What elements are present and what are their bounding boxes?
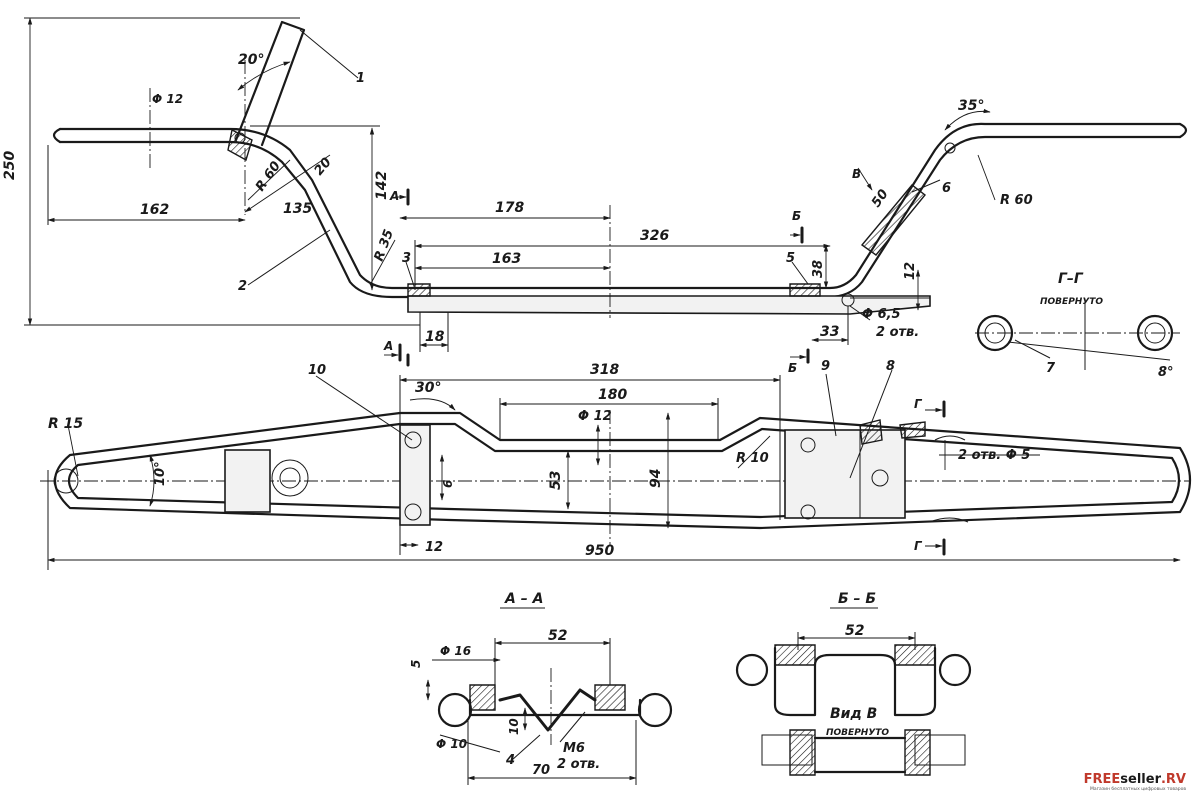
section-mark-b-top: Б [792, 209, 801, 223]
dim-12: 12 [903, 262, 918, 280]
dim-20deg: 20° [238, 52, 264, 68]
dim-326: 326 [640, 228, 669, 244]
callout-6: 6 [942, 181, 951, 196]
section-a-a-dim-10: 10 [507, 718, 521, 735]
dim-12-plan: 12 [425, 540, 443, 555]
section-a-a-phi-16: Φ 16 [440, 644, 471, 658]
dim-180: 180 [598, 387, 627, 403]
dim-6: 6 [441, 480, 455, 488]
callout-9: 9 [821, 359, 830, 374]
radius-60-right: R 60 [1000, 193, 1033, 208]
section-mark-g-top: Г [914, 397, 923, 411]
callout-1: 1 [356, 71, 365, 86]
dim-20: 20 [312, 155, 335, 179]
section-a-a-holes: 2 отв. [557, 757, 600, 772]
section-a-a-title: А – А [504, 591, 543, 607]
radius-10: R 10 [736, 451, 769, 466]
view-v-title: Вид В [830, 706, 877, 722]
dim-38: 38 [811, 260, 826, 278]
callout-2: 2 [238, 279, 247, 294]
callout-5: 5 [786, 251, 795, 266]
dim-35deg: 35° [958, 98, 984, 114]
dim-135: 135 [283, 201, 312, 217]
angle-8: 8° [1158, 365, 1174, 380]
radius-35: R 35 [372, 228, 397, 264]
dim-250: 250 [2, 151, 18, 180]
watermark-part3: .RV [1160, 772, 1186, 787]
section-a-a: А – А 52 Φ 16 5 10 Φ 10 M6 2 отв. 70 4 [409, 591, 673, 785]
watermark-part2: seller [1120, 772, 1161, 787]
phi-12-top: Φ 12 [152, 92, 183, 106]
section-mark-g-bottom: Г [914, 539, 923, 553]
section-a-a-dim-5: 5 [409, 660, 423, 668]
watermark-logo: FREEseller.RV Магазин бесплатных цифровы… [1084, 772, 1186, 792]
section-a-a-phi-10: Φ 10 [436, 737, 467, 751]
section-a-a-m6: M6 [563, 741, 585, 756]
dim-33: 33 [820, 324, 839, 340]
dim-318: 318 [590, 362, 619, 378]
dim-950: 950 [585, 543, 614, 559]
dim-94: 94 [648, 469, 664, 488]
view-mark-v: В [852, 167, 861, 181]
phi-12-plan: Φ 12 [578, 409, 612, 424]
radius-15: R 15 [48, 416, 83, 432]
angle-30: 30° [415, 380, 441, 396]
side-view: 250 162 135 142 178 326 163 38 12 18 33 … [2, 17, 1188, 367]
callout-3: 3 [402, 251, 411, 266]
section-b-b-dim-52: 52 [845, 623, 864, 639]
dim-178: 178 [495, 200, 524, 216]
dim-18: 18 [425, 329, 445, 345]
phi-6-5: Φ 6,5 [862, 307, 901, 322]
holes-2: 2 отв. [876, 325, 919, 340]
section-a-a-dim-70: 70 [532, 763, 550, 778]
section-mark-a-top: А [389, 189, 399, 203]
dim-163: 163 [492, 251, 521, 267]
callout-4: 4 [505, 753, 515, 768]
angle-10: 10° [153, 461, 168, 486]
view-v-note: ПОВЕРНУТО [826, 728, 889, 738]
section-mark-b-plan: Б [788, 361, 797, 375]
dim-53: 53 [548, 471, 564, 490]
section-mark-a-plan: А [383, 339, 393, 353]
callout-8: 8 [886, 359, 895, 374]
watermark-part1: FREE [1083, 772, 1121, 787]
dim-162: 162 [140, 202, 169, 218]
section-g-g-note: ПОВЕРНУТО [1040, 297, 1103, 307]
dim-142: 142 [374, 171, 390, 200]
watermark-subtitle: Магазин бесплатных цифровых товаров [1089, 787, 1186, 792]
plan-view: R 15 10° 318 30° 180 Φ 12 53 94 R 10 2 о… [40, 339, 1191, 570]
callout-7: 7 [1046, 361, 1056, 376]
section-g-g: Г–Г ПОВЕРНУТО 7 8° [975, 271, 1180, 380]
section-a-a-dim-52: 52 [548, 628, 567, 644]
section-b-b: Б – Б 52 Вид В ПОВЕРНУТО [735, 591, 972, 776]
holes-phi-5: 2 отв. Φ 5 [958, 448, 1030, 463]
callout-10: 10 [308, 363, 326, 378]
dim-50: 50 [869, 187, 892, 210]
section-b-b-title: Б – Б [838, 591, 876, 607]
section-g-g-title: Г–Г [1058, 271, 1084, 287]
